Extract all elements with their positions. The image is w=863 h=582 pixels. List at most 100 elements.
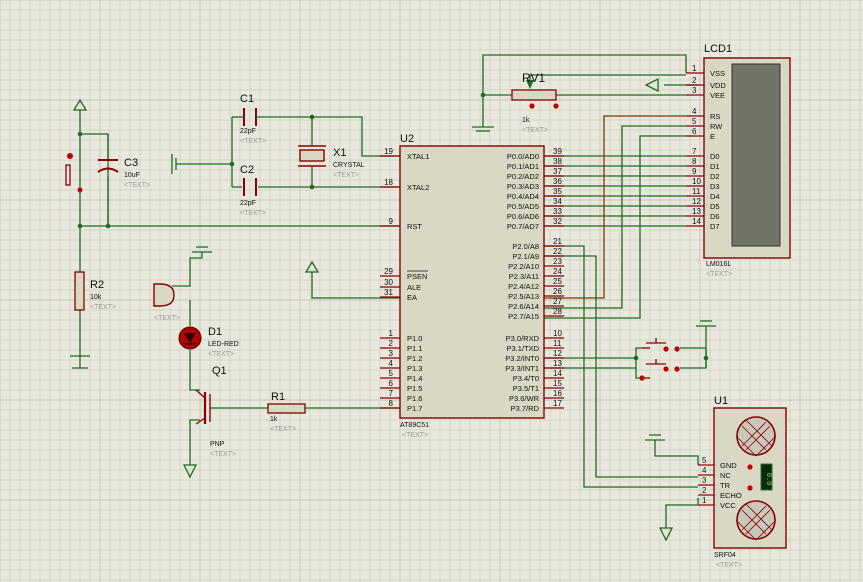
pin-number: 22 — [553, 247, 562, 256]
ground-icon — [472, 126, 494, 132]
pin-label: E — [710, 132, 715, 141]
pin-label: P1.5 — [407, 384, 422, 393]
r1-text: <TEXT> — [270, 426, 296, 433]
lcd-pin-5[interactable]: 5RW — [686, 117, 723, 131]
u2-pin-2[interactable]: 2P1.1 — [380, 339, 422, 353]
lcd-part: LM016L — [706, 261, 731, 268]
resistor-r1[interactable]: R1 1k <TEXT> — [267, 391, 306, 433]
reset-button[interactable] — [65, 153, 83, 193]
pin-number: 25 — [553, 277, 562, 286]
u2-pin-4[interactable]: 4P1.3 — [380, 359, 422, 373]
u1-pin-4[interactable]: 4NC — [698, 466, 731, 480]
c1-value: 22pF — [240, 128, 256, 135]
r2-text: <TEXT> — [90, 304, 116, 311]
lcd-display[interactable]: LCD1 LM016L <TEXT> 1VSS2VDD3VEE4RS5RW6E7… — [686, 43, 791, 278]
capacitor-c2[interactable]: C2 22pF <TEXT> — [240, 164, 266, 217]
lcd-pin-8[interactable]: 8D1 — [686, 157, 720, 171]
r1-ref: R1 — [271, 391, 285, 403]
ground-icon — [696, 320, 716, 327]
pin-number: 30 — [384, 278, 393, 287]
d1-ref: D1 — [208, 326, 222, 338]
lcd-pin-6[interactable]: 6E — [686, 127, 715, 141]
buzzer[interactable]: <TEXT> — [153, 283, 180, 322]
u1-pin-3[interactable]: 3TR — [698, 476, 731, 490]
u2-pin-3[interactable]: 3P1.2 — [380, 349, 422, 363]
u2-pin-1[interactable]: 1P1.0 — [380, 329, 422, 343]
u1-part: SRF04 — [714, 552, 736, 559]
crystal-x1[interactable]: X1 CRYSTAL <TEXT> — [298, 145, 365, 179]
pin-number: 21 — [553, 237, 562, 246]
power-arrow-icon — [72, 98, 88, 111]
resistor-r2[interactable]: R2 10k <TEXT> — [74, 271, 116, 311]
lcd-pin-9[interactable]: 9D2 — [686, 167, 720, 181]
potentiometer-rv1[interactable]: RV1 1k <TEXT> — [511, 71, 559, 134]
transistor-q1[interactable]: Q1 PNP <TEXT> — [195, 365, 236, 458]
pin-number: 8 — [692, 157, 697, 166]
u2-pin-5[interactable]: 5P1.4 — [380, 369, 422, 383]
pin-number: 3 — [702, 476, 707, 485]
microcontroller-u2[interactable]: U2 AT89C51 <TEXT> 19XTAL118XTAL29RST29PS… — [380, 133, 564, 439]
capacitor-c1[interactable]: C1 22pF <TEXT> — [240, 93, 266, 145]
u2-pin-8[interactable]: 8P1.7 — [380, 399, 422, 413]
pin-label: RS — [710, 112, 720, 121]
lcd-pin-7[interactable]: 7D0 — [686, 147, 720, 161]
push-button-2[interactable] — [639, 359, 680, 381]
pin-label: P2.6/A14 — [508, 302, 539, 311]
led-d1[interactable]: D1 LED-RED <TEXT> — [178, 326, 239, 358]
capacitor-c3[interactable]: C3 10uF <TEXT> — [97, 157, 150, 189]
u2-pin-6[interactable]: 6P1.5 — [380, 379, 422, 393]
pin-number: 24 — [553, 267, 562, 276]
junctions — [77, 92, 709, 361]
push-button-1[interactable] — [642, 338, 680, 352]
pin-label: XTAL1 — [407, 152, 429, 161]
pin-number: 32 — [553, 217, 562, 226]
u2-pin-7[interactable]: 7P1.6 — [380, 389, 422, 403]
ground-icon — [70, 355, 90, 369]
lcd-pin-4[interactable]: 4RS — [686, 107, 720, 121]
ground-icon — [192, 246, 212, 253]
